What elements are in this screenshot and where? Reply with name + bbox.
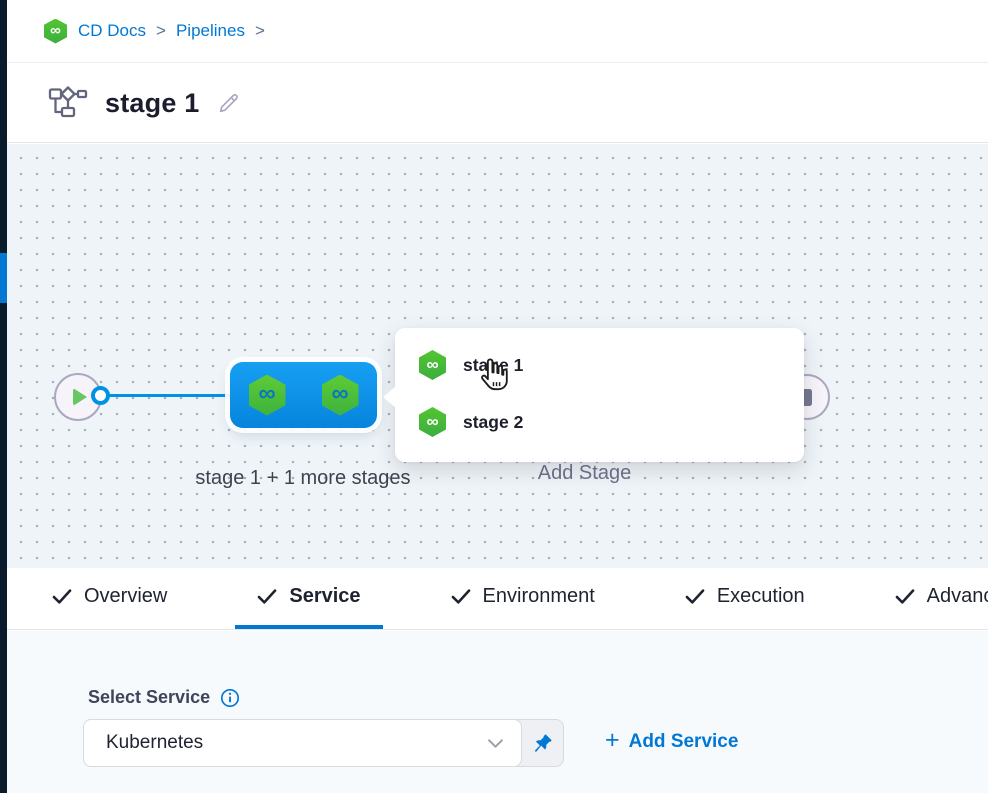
breadcrumb-bar: ∞ CD Docs > Pipelines > — [7, 0, 988, 63]
infinity-glyph: ∞ — [50, 21, 61, 39]
check-icon — [451, 589, 470, 604]
tab-execution[interactable]: Execution — [663, 568, 827, 629]
service-select[interactable]: Kubernetes — [83, 719, 522, 767]
select-service-label-row: Select Service — [88, 687, 240, 708]
node-connector-dot[interactable] — [91, 386, 110, 405]
stage-list-popup: ∞ stage 1 ∞ stage 2 — [383, 328, 804, 462]
infinity-glyph: ∞ — [331, 380, 349, 407]
stop-icon — [802, 388, 812, 406]
chevron-down-icon — [488, 738, 503, 748]
tab-overview[interactable]: Overview — [30, 568, 189, 629]
edge-connector-line — [109, 394, 230, 397]
popup-item-label: stage 2 — [463, 411, 524, 432]
tab-advanced[interactable]: Advanced — [873, 568, 988, 629]
breadcrumb-separator: > — [254, 21, 265, 40]
pin-icon — [535, 733, 552, 752]
check-icon — [895, 589, 914, 604]
add-stage-label[interactable]: Add Stage — [537, 462, 632, 484]
edit-title-button[interactable] — [216, 91, 241, 116]
service-panel: Select Service Kubernetes + Add Service — [7, 631, 988, 793]
breadcrumb: CD Docs > Pipelines > — [78, 21, 265, 41]
stage-tabbar: Overview Service Environment Execution A… — [7, 568, 988, 630]
check-icon — [258, 589, 277, 604]
stage-hexagon-icon: ∞ — [321, 374, 359, 416]
tab-service[interactable]: Service — [235, 568, 383, 629]
page-title: stage 1 — [105, 87, 200, 118]
stage-hexagon-icon: ∞ — [419, 350, 446, 380]
tab-label: Service — [289, 585, 361, 607]
tab-label: Advanced — [926, 585, 988, 607]
breadcrumb-separator: > — [156, 21, 166, 40]
harness-infinity-hexagon-icon: ∞ — [44, 18, 67, 44]
add-service-button[interactable]: + Add Service — [605, 726, 739, 754]
infinity-glyph: ∞ — [258, 380, 276, 407]
stage-group-label: stage 1 + 1 more stages — [195, 467, 411, 489]
pipeline-canvas[interactable]: ∞ ∞ stage 1 + 1 more stages Add Stage ∞ … — [7, 144, 988, 568]
tab-label: Environment — [482, 585, 595, 607]
left-nav-rail[interactable] — [0, 0, 7, 793]
active-nav-indicator — [0, 253, 7, 303]
infinity-glyph: ∞ — [426, 411, 439, 431]
play-icon — [73, 388, 87, 406]
check-icon — [52, 589, 72, 604]
title-bar: stage 1 — [7, 64, 988, 143]
stage-hexagon-icon: ∞ — [248, 374, 286, 416]
breadcrumb-link-pipelines[interactable]: Pipelines — [175, 21, 245, 40]
tab-label: Overview — [84, 585, 168, 607]
select-service-label: Select Service — [88, 687, 211, 707]
breadcrumb-link-project[interactable]: CD Docs — [78, 21, 147, 40]
pipeline-flowchart-icon — [48, 84, 88, 123]
popup-item-stage-1[interactable]: ∞ stage 1 — [419, 350, 523, 380]
infinity-glyph: ∞ — [426, 354, 439, 374]
service-select-group: Kubernetes — [83, 719, 564, 767]
stage-group-node[interactable]: ∞ ∞ — [230, 362, 377, 428]
plus-icon: + — [605, 726, 620, 754]
stage-hexagon-icon: ∞ — [419, 407, 446, 437]
check-icon — [685, 589, 705, 604]
info-icon[interactable] — [220, 688, 240, 708]
pin-service-button[interactable] — [522, 720, 563, 766]
popup-item-stage-2[interactable]: ∞ stage 2 — [419, 407, 523, 437]
tab-label: Execution — [716, 585, 805, 607]
tab-environment[interactable]: Environment — [429, 568, 617, 629]
add-service-label: Add Service — [628, 730, 739, 752]
popup-item-label: stage 1 — [463, 354, 524, 375]
service-select-value: Kubernetes — [106, 732, 204, 753]
